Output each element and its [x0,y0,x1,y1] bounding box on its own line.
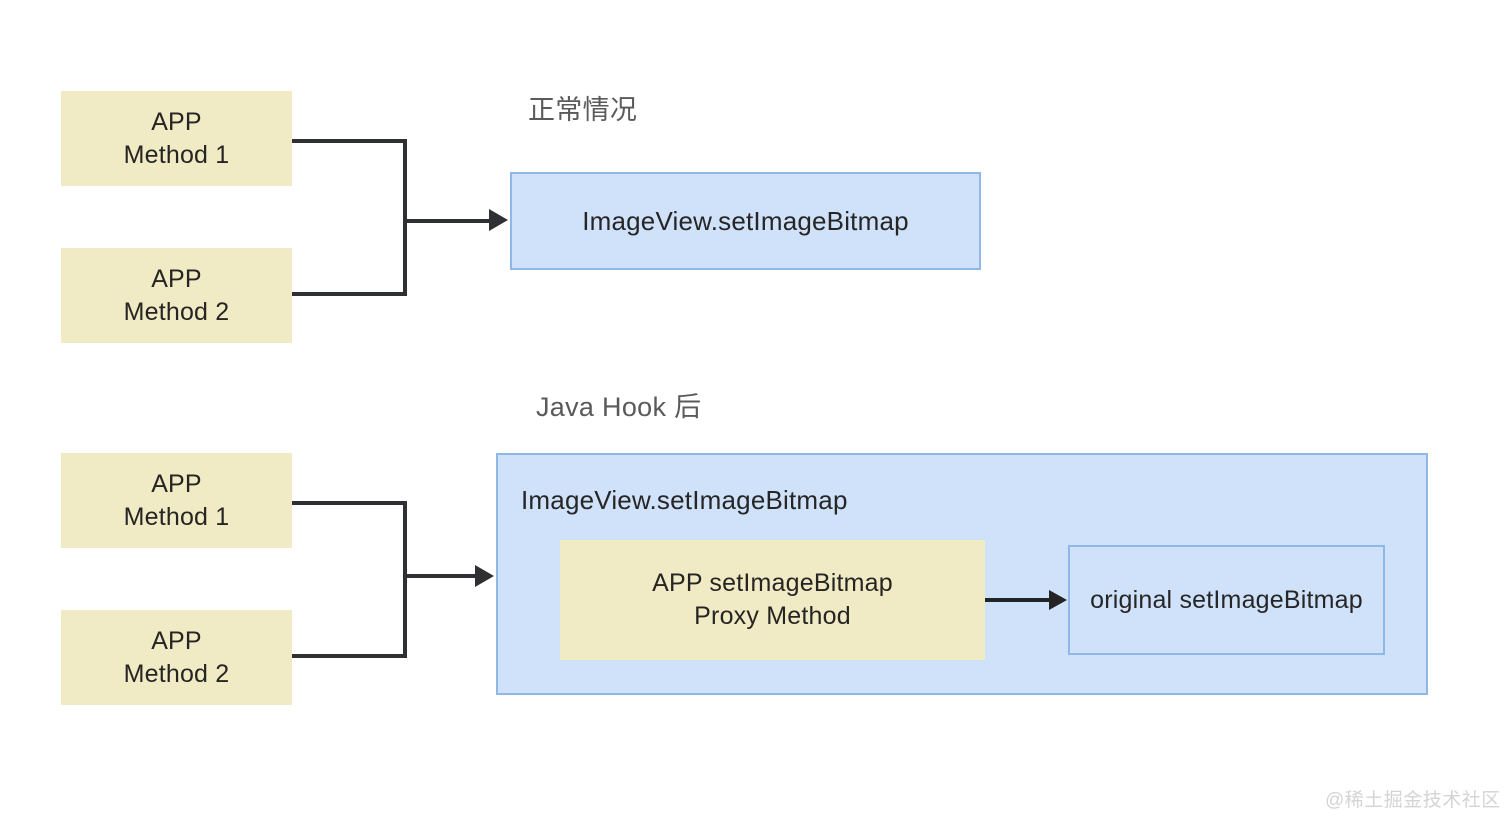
app-method-2-box-normal: APP Method 2 [61,248,292,343]
app-method-1-line2-normal: Method 1 [123,140,230,169]
connector-junction-normal [403,139,407,296]
app-proxy-method-line2: Proxy Method [694,602,851,630]
imageview-setimagebitmap-label-normal: ImageView.setImageBitmap [582,206,909,236]
original-setimagebitmap-line1: original [1090,586,1173,614]
app-method-2-line2-hooked: Method 2 [123,659,230,688]
imageview-setimagebitmap-box-normal: ImageView.setImageBitmap [510,172,981,270]
app-method-2-line1-hooked: APP [151,626,202,655]
arrow-head-icon-hooked [475,565,494,587]
section-caption-hooked: Java Hook 后 [536,392,702,422]
connector-line-from-method-1-normal [292,139,407,143]
connector-arrow-shaft-normal [403,219,490,223]
app-proxy-method-box: APP setImageBitmap Proxy Method [560,540,985,660]
app-method-1-box-normal: APP Method 1 [61,91,292,186]
hooked-container-title: ImageView.setImageBitmap [521,485,848,515]
original-setimagebitmap-line2: setImageBitmap [1179,586,1363,614]
app-method-1-line1-normal: APP [151,107,202,136]
app-method-2-line2-normal: Method 2 [123,297,230,326]
connector-arrow-shaft-hooked [403,574,476,578]
arrow-head-icon-normal [489,209,508,231]
connector-line-from-method-2-hooked [292,654,407,658]
connector-proxy-to-original-shaft [985,598,1050,602]
section-caption-normal: 正常情况 [528,95,638,125]
watermark-label: @稀土掘金技术社区 [1325,790,1501,811]
connector-junction-hooked [403,501,407,658]
hooked-imageview-container: ImageView.setImageBitmap APP setImageBit… [496,453,1428,695]
app-method-1-line2-hooked: Method 1 [123,502,230,531]
original-setimagebitmap-box: original setImageBitmap [1068,545,1385,655]
app-proxy-method-line1: APP setImageBitmap [652,569,893,597]
app-method-2-box-hooked: APP Method 2 [61,610,292,705]
app-method-1-box-hooked: APP Method 1 [61,453,292,548]
app-method-1-line1-hooked: APP [151,469,202,498]
app-method-2-line1-normal: APP [151,264,202,293]
connector-line-from-method-1-hooked [292,501,407,505]
connector-line-from-method-2-normal [292,292,407,296]
arrow-head-icon-proxy-to-original [1049,590,1067,610]
